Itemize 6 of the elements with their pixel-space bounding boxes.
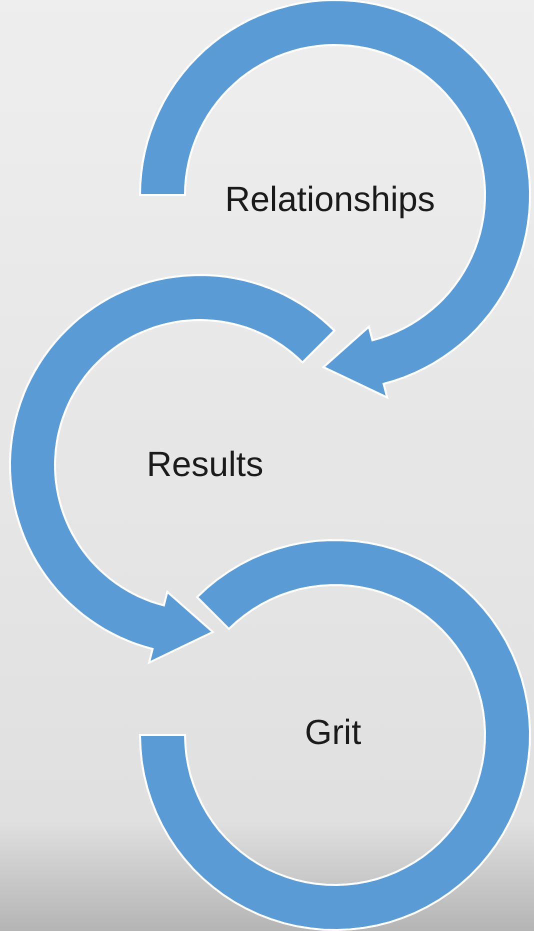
- cycle-ring: [140, 540, 530, 930]
- curved-arrow: [9, 274, 336, 664]
- node-label: Results: [146, 445, 264, 485]
- curved-arrow: [138, 0, 531, 400]
- node-label: Relationships: [224, 180, 436, 220]
- node-label: Grit: [304, 713, 362, 753]
